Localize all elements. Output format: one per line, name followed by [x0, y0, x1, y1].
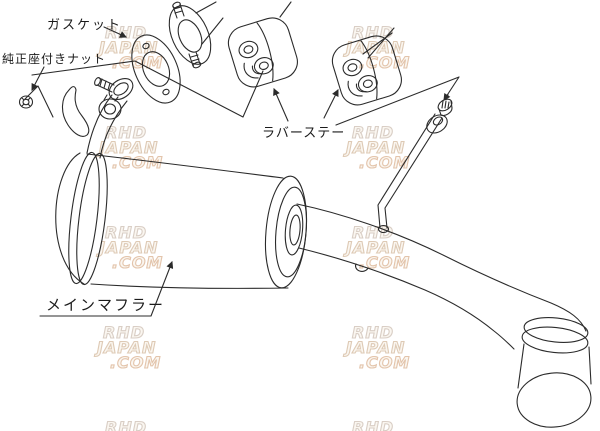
gasket-drawing: [122, 28, 190, 111]
watermark-line: RHD: [104, 418, 147, 431]
watermark-line: RHD: [351, 123, 394, 142]
watermark-line: JAPAN: [98, 238, 159, 257]
watermark-line: .COM: [358, 353, 411, 372]
watermark-line: .COM: [358, 253, 411, 272]
watermark-line: RHD: [351, 418, 394, 431]
watermark-line: .COM: [358, 153, 411, 172]
watermark-line: JAPAN: [98, 38, 159, 57]
label-rubber-stay: ラバーステー: [262, 126, 346, 141]
label-main-muffler: メインマフラー: [46, 296, 166, 314]
watermark-line: JAPAN: [96, 338, 157, 357]
label-gasket: ガスケット: [47, 18, 123, 33]
watermark-line: RHD: [102, 323, 145, 342]
tailpipe-drawing: [297, 204, 586, 349]
watermark-line: JAPAN: [345, 338, 406, 357]
label-oem-seated-nut: 純正座付きナット: [2, 52, 107, 66]
rubber-mount-left-drawing: [223, 13, 303, 92]
watermark-line: RHD: [351, 323, 394, 342]
flange-with-studs-drawing: [161, 0, 219, 71]
watermark-line: .COM: [358, 53, 411, 72]
watermark-line: JAPAN: [345, 138, 406, 157]
exhaust-tip-drawing: [514, 315, 593, 431]
rubber-mount-right-drawing: [327, 31, 407, 110]
watermark-line: RHD: [351, 223, 394, 242]
inlet-pipe-drawing: [62, 74, 136, 158]
watermark-line: JAPAN: [345, 238, 406, 257]
watermark-line: .COM: [111, 253, 164, 272]
main-muffler-drawing: [56, 151, 311, 290]
watermark-line: JAPAN: [98, 138, 159, 157]
leader-lines: [25, 2, 459, 316]
watermark-line: RHD: [104, 123, 147, 142]
hanger-rod-drawing: [378, 95, 454, 233]
watermark-line: RHD: [104, 223, 147, 242]
oem-nut-icon: [20, 96, 33, 108]
watermark-line: .COM: [109, 353, 162, 372]
